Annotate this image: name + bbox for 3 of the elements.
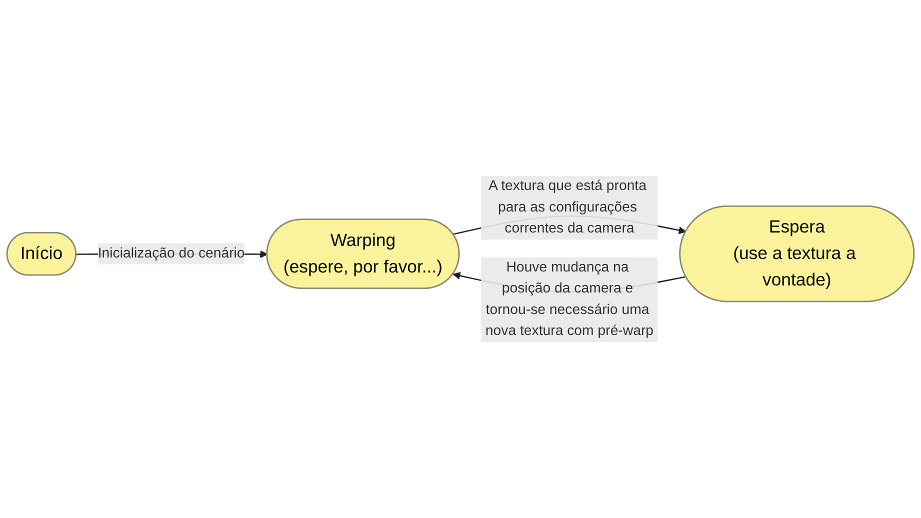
edge-label: Houve mudança na posição da camera e tornou-se necessário uma nova textura com pré-warp [485, 260, 654, 338]
edge-label: Inicialização do cenário [98, 246, 245, 261]
edge-label: A textura que está pronta para as configurações correntes da camera [488, 178, 646, 236]
